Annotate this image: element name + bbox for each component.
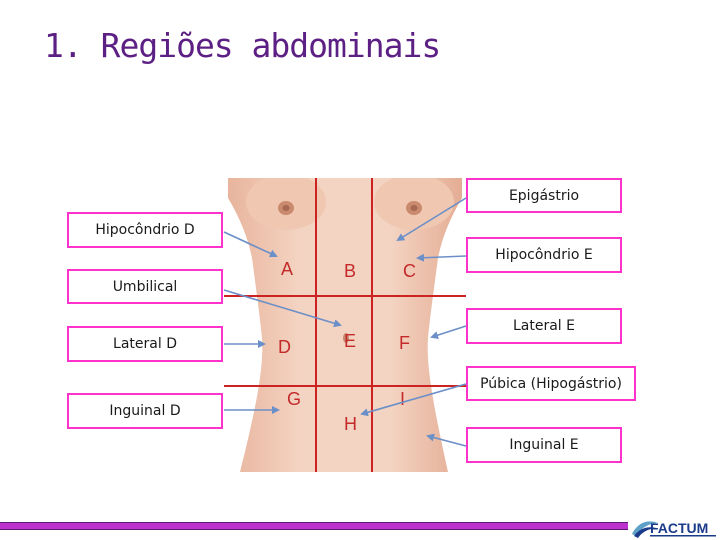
region-letter-f: F bbox=[399, 333, 410, 353]
region-letter-g: G bbox=[287, 389, 301, 409]
label-epigastrio: Epigástrio bbox=[466, 178, 622, 213]
region-letter-a: A bbox=[281, 259, 293, 279]
label-pubica: Púbica (Hipogástrio) bbox=[466, 366, 636, 401]
label-inguinal-e: Inguinal E bbox=[466, 427, 622, 463]
abdomen-figure: A B C D E F G H I bbox=[224, 178, 466, 472]
label-inguinal-d: Inguinal D bbox=[67, 393, 223, 429]
factum-logo: FACTUM bbox=[628, 514, 720, 540]
region-letter-h: H bbox=[344, 414, 357, 434]
svg-text:FACTUM: FACTUM bbox=[650, 520, 708, 536]
region-letter-d: D bbox=[278, 337, 291, 357]
label-hipocondrio-e: Hipocôndrio E bbox=[466, 237, 622, 273]
region-letter-i: I bbox=[400, 389, 405, 409]
label-lateral-d: Lateral D bbox=[67, 326, 223, 362]
label-lateral-e: Lateral E bbox=[466, 308, 622, 344]
page-title: 1. Regiões abdominais bbox=[44, 26, 440, 65]
footer-bar bbox=[0, 522, 720, 530]
region-letter-c: C bbox=[403, 261, 416, 281]
region-letter-b: B bbox=[344, 261, 356, 281]
label-hipocondrio-d: Hipocôndrio D bbox=[67, 212, 223, 248]
label-umbilical: Umbilical bbox=[67, 269, 223, 304]
region-letter-e: E bbox=[344, 331, 356, 351]
